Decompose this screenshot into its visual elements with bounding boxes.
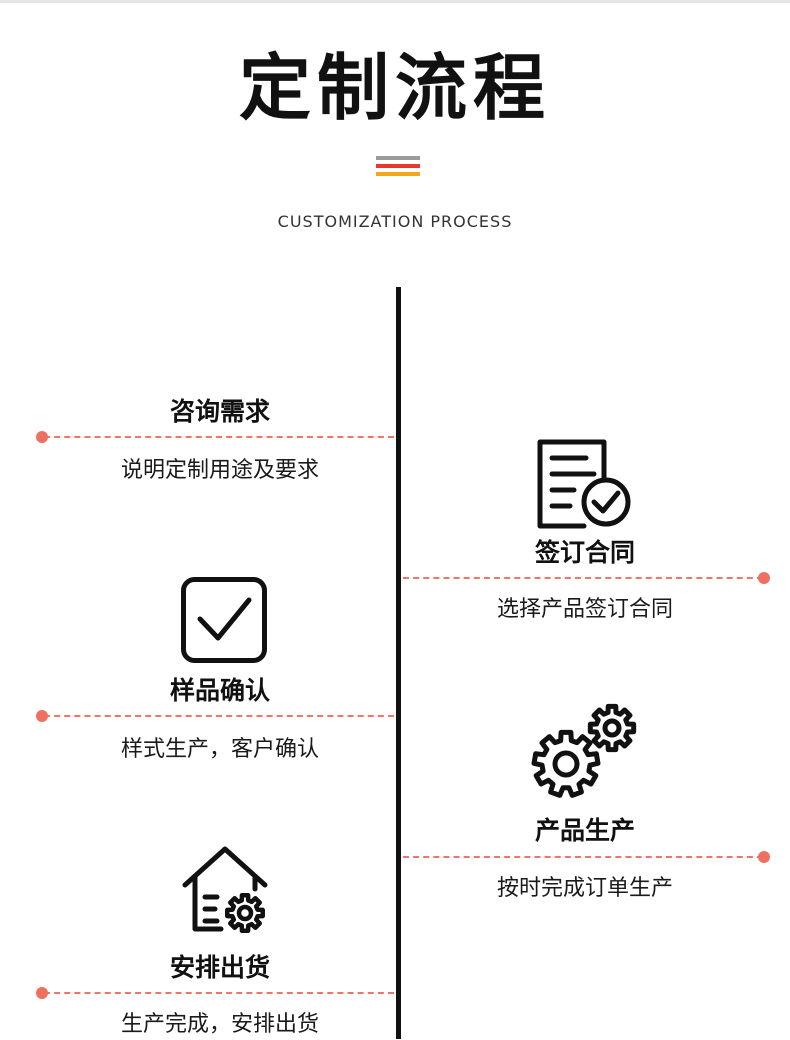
step-title-contract: 签订合同: [534, 538, 635, 567]
gear-outline: [587, 703, 637, 753]
warehouse-gear-icon: [182, 846, 268, 933]
title-stripes-decoration: [376, 156, 420, 184]
step-desc-shipping: 生产完成，安排出货: [120, 1012, 319, 1037]
top-divider: [0, 0, 790, 3]
stripe-red: [376, 164, 420, 168]
page-title: 定制流程: [238, 46, 551, 130]
stripe-gray: [376, 156, 420, 160]
step-dot-sample: [36, 710, 48, 722]
step-desc-production: 按时完成订单生产: [496, 876, 673, 901]
stripe-orange: [376, 172, 420, 176]
step-desc-contract: 选择产品签订合同: [496, 597, 673, 622]
gear-outline: [531, 729, 601, 798]
step-connector-shipping: [44, 992, 394, 994]
step-connector-production: [403, 856, 763, 858]
checkbox-icon: [181, 577, 267, 663]
gear-outline: [225, 893, 265, 933]
gears-icon: [531, 703, 637, 798]
large-gear-icon: [531, 729, 601, 798]
gear-hub: [602, 718, 622, 738]
step-dot-contract: [758, 572, 770, 584]
step-connector-contract: [403, 577, 763, 579]
page-subtitle: CUSTOMIZATION PROCESS: [277, 212, 513, 231]
step-dot-production: [758, 851, 770, 863]
step-title-consult: 咨询需求: [169, 397, 270, 426]
timeline-axis: [396, 287, 401, 1039]
step-dot-consult: [36, 431, 48, 443]
step-desc-sample: 样式生产，客户确认: [120, 737, 319, 762]
step-connector-sample: [44, 715, 394, 717]
gear-hub: [552, 750, 580, 778]
warehouse-gear-part-icon: [225, 893, 265, 933]
step-connector-consult: [44, 436, 394, 438]
step-title-shipping: 安排出货: [169, 953, 270, 982]
contract-check-icon: [537, 439, 631, 529]
gear-hub: [236, 904, 254, 922]
step-title-production: 产品生产: [534, 816, 635, 845]
step-desc-consult: 说明定制用途及要求: [120, 458, 319, 483]
step-title-sample: 样品确认: [169, 676, 270, 705]
small-gear-icon: [587, 703, 637, 753]
step-dot-shipping: [36, 987, 48, 999]
